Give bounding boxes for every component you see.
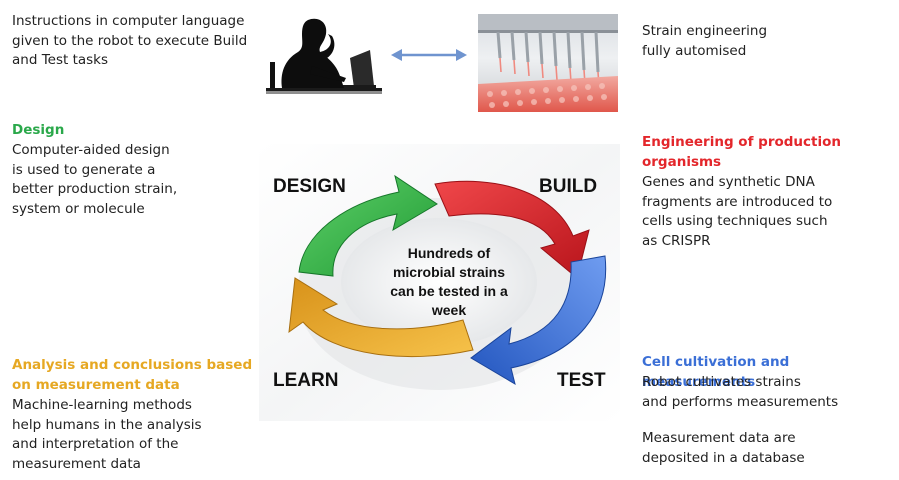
build-arrow [434, 180, 590, 279]
build-body: Genes and synthetic DNA fragments are in… [642, 174, 833, 249]
test-body-database: Measurement data are deposited in a data… [642, 430, 805, 466]
design-label: DESIGN [273, 176, 346, 197]
center-line-1: Hundreds of [408, 245, 491, 261]
learn-arrow [288, 277, 474, 358]
test-label: TEST [557, 370, 606, 391]
instructions-text: Instructions in computer language given … [12, 13, 248, 68]
learn-body: Machine-learning methods help humans in … [12, 397, 202, 472]
learn-heading: Analysis and conclusions based on measur… [12, 357, 253, 393]
center-line-3: can be tested in a [390, 283, 508, 299]
dbtl-cycle-diagram: DESIGN BUILD LEARN TEST Hundreds of micr… [259, 144, 620, 421]
lab-robot-photo [478, 14, 618, 112]
center-line-4: week [431, 302, 466, 318]
build-label: BUILD [539, 176, 597, 197]
design-body: Computer-aided design is used to generat… [12, 142, 178, 217]
exchange-arrow-icon [391, 49, 467, 61]
build-heading: Engineering of production organisms [642, 134, 841, 170]
test-body: Robot cultivates strains and performs me… [642, 374, 839, 410]
test-heading: Cell cultivation and measurements [642, 354, 790, 390]
center-line-2: microbial strains [393, 264, 505, 280]
test-arrow [470, 255, 607, 386]
design-arrow [298, 174, 438, 277]
person-laptop-icon [262, 14, 386, 98]
design-heading: Design [12, 122, 65, 138]
automation-text: Strain engineering fully automised [642, 23, 768, 59]
learn-label: LEARN [273, 370, 338, 391]
